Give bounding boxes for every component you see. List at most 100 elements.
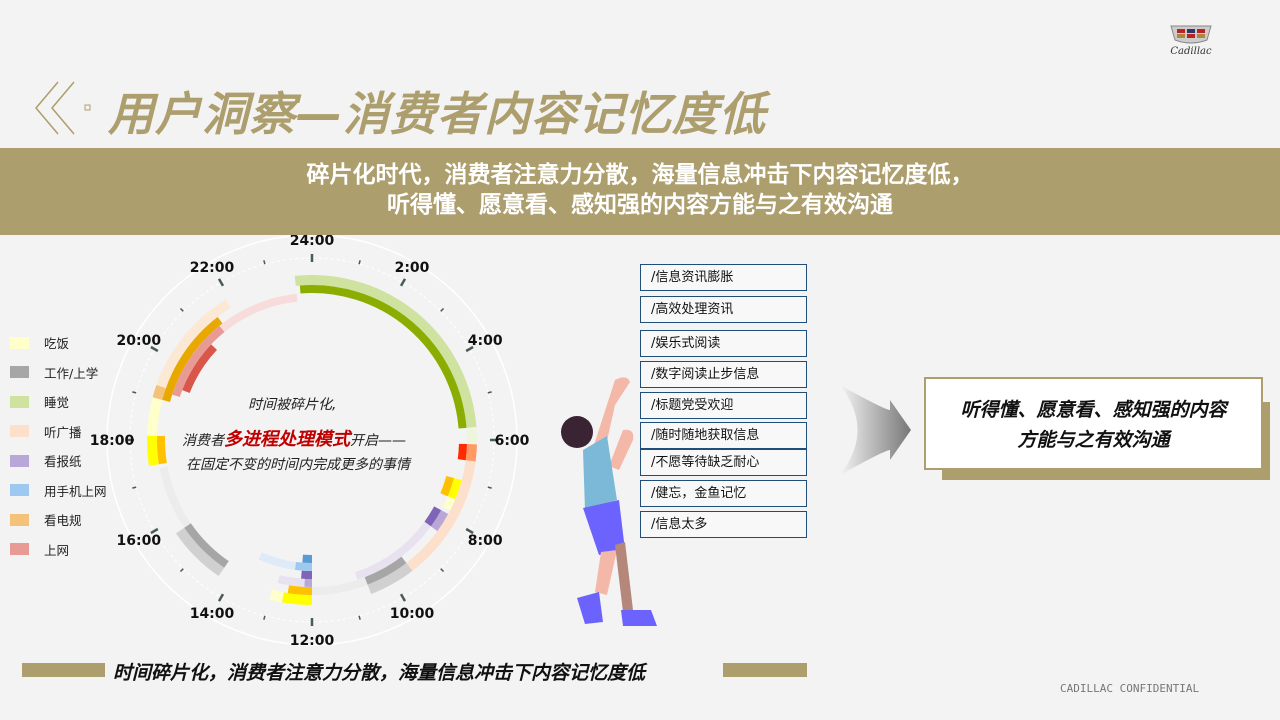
hour-tick: [399, 278, 407, 287]
hour-label: 10:00: [390, 606, 435, 622]
hour-tick: [150, 345, 159, 353]
legend-swatch: [10, 513, 29, 526]
activity-segment: [147, 435, 159, 466]
legend-label: 睡觉: [44, 395, 70, 410]
hour-label: 24:00: [290, 235, 335, 249]
banner-line-2: 听得懂、愿意看、感知强的内容方能与之有效沟通: [387, 192, 893, 218]
hour-label: 20:00: [117, 333, 162, 349]
hour-tick: [358, 615, 361, 620]
person-illustration: [561, 377, 657, 626]
center-text-line-3: 在固定不变的时间内完成更多的事情: [186, 457, 410, 473]
hour-label: 18:00: [90, 433, 135, 449]
activity-segment: [277, 575, 305, 587]
banner: 碎片化时代，消费者注意力分散，海量信息冲击下内容记忆度低， 听得懂、愿意看、感知…: [0, 148, 1280, 235]
activity-segment: [281, 592, 313, 605]
hour-tick: [179, 307, 184, 312]
hour-tick: [399, 593, 407, 602]
activity-segment: [396, 460, 476, 579]
activity-segment: [367, 562, 413, 595]
activity-segment: [176, 527, 225, 576]
legend-label: 看报纸: [44, 454, 82, 469]
hour-tick: [358, 260, 361, 265]
outer-ring: [106, 235, 518, 646]
hour-tick: [132, 391, 137, 394]
tag-item: /娱乐式阅读: [640, 330, 807, 357]
legend-label: 看电规: [44, 513, 82, 528]
legend-swatch: [10, 336, 29, 349]
radial-timeline-chart: 24:002:004:006:008:0010:0012:0014:0016:0…: [90, 235, 530, 649]
tag-item: /信息太多: [640, 511, 807, 538]
legend-label: 上网: [44, 542, 70, 558]
hour-label: 6:00: [495, 433, 530, 449]
tag-item: /标题党受欢迎: [640, 392, 807, 419]
activity-segment: [156, 299, 232, 389]
activity-segment: [294, 275, 477, 428]
activity-segment: [442, 496, 456, 511]
legend-item: 用手机上网: [10, 481, 107, 500]
legend-label: 听广播: [44, 424, 82, 440]
activity-segment: [152, 384, 166, 400]
legend-swatch: [10, 425, 29, 437]
tag-item: /随时随地获取信息: [640, 422, 807, 449]
hour-tick: [263, 260, 266, 265]
conclusion-line-2: 方能与之有效沟通: [1017, 429, 1170, 451]
activity-segment: [440, 475, 454, 497]
hour-label: 4:00: [468, 333, 503, 349]
activity-segment: [424, 506, 442, 527]
legend-item: 工作/上学: [10, 363, 98, 382]
activity-segment: [287, 585, 313, 595]
hour-tick: [132, 486, 137, 489]
tag-item: /不愿等待缺乏耐心: [640, 449, 807, 476]
conclusion-line-1: 听得懂、愿意看、感知强的内容: [960, 399, 1227, 421]
activity-segment: [311, 577, 368, 595]
legend-item: 看电规: [10, 510, 82, 529]
hour-tick: [217, 278, 225, 287]
hour-tick: [487, 486, 492, 489]
tag-item: /健忘，金鱼记忆: [640, 480, 807, 507]
hour-tick: [150, 527, 159, 535]
double-chevron-icon: [35, 81, 91, 135]
hour-tick: [465, 527, 474, 535]
hour-tick: [179, 568, 184, 573]
cadillac-crest-icon: [1170, 25, 1212, 44]
hour-tick: [440, 568, 445, 573]
activity-segment: [294, 561, 313, 571]
legend-item: 听广播: [10, 422, 82, 441]
activity-segment: [447, 478, 462, 500]
legend-item: 睡觉: [10, 392, 69, 411]
activity-segment: [354, 521, 431, 580]
hour-label: 16:00: [117, 533, 162, 549]
activity-segment: [147, 397, 163, 437]
hour-label: 22:00: [190, 260, 235, 276]
banner-line-1: 碎片化时代，消费者注意力分散，海量信息冲击下内容记忆度低，: [306, 162, 974, 188]
center-text-post: 开启——: [350, 433, 406, 449]
activity-segment: [219, 293, 298, 333]
legend-swatch: [10, 454, 29, 467]
activity-segment: [258, 552, 297, 570]
footer-summary: 时间碎片化，消费者注意力分散，海量信息冲击下内容记忆度低: [113, 662, 646, 684]
activity-segment: [162, 317, 223, 402]
hour-label: 2:00: [395, 260, 430, 276]
cadillac-logo: Cadillac: [1166, 22, 1216, 57]
conclusion-box: 听得懂、愿意看、感知强的内容 方能与之有效沟通: [924, 377, 1263, 470]
legend-swatch: [10, 484, 29, 496]
legend-item: 吃饭: [10, 333, 69, 352]
page-title: 用户洞察—消费者内容记忆度低: [108, 87, 766, 141]
hour-tick: [440, 307, 445, 312]
hour-tick: [217, 593, 225, 602]
tag-item: /信息资讯膨胀: [640, 264, 807, 291]
activity-segment: [299, 285, 467, 429]
hour-tick: [465, 345, 474, 353]
hour-tick: [263, 615, 266, 620]
legend-swatch: [10, 395, 29, 408]
confidential-label: CADILLAC CONFIDENTIAL: [1060, 682, 1200, 695]
activity-segment: [157, 435, 167, 465]
arrow-right-icon: [840, 385, 911, 475]
activity-segment: [182, 344, 218, 394]
center-text-line-1: 时间被碎片化,: [248, 397, 337, 413]
activity-segment: [457, 443, 467, 461]
footer-bar-left: [22, 663, 105, 677]
tag-item: /高效处理资讯: [640, 296, 807, 323]
footer-bar-right: [723, 663, 807, 677]
activity-segment: [172, 325, 225, 398]
